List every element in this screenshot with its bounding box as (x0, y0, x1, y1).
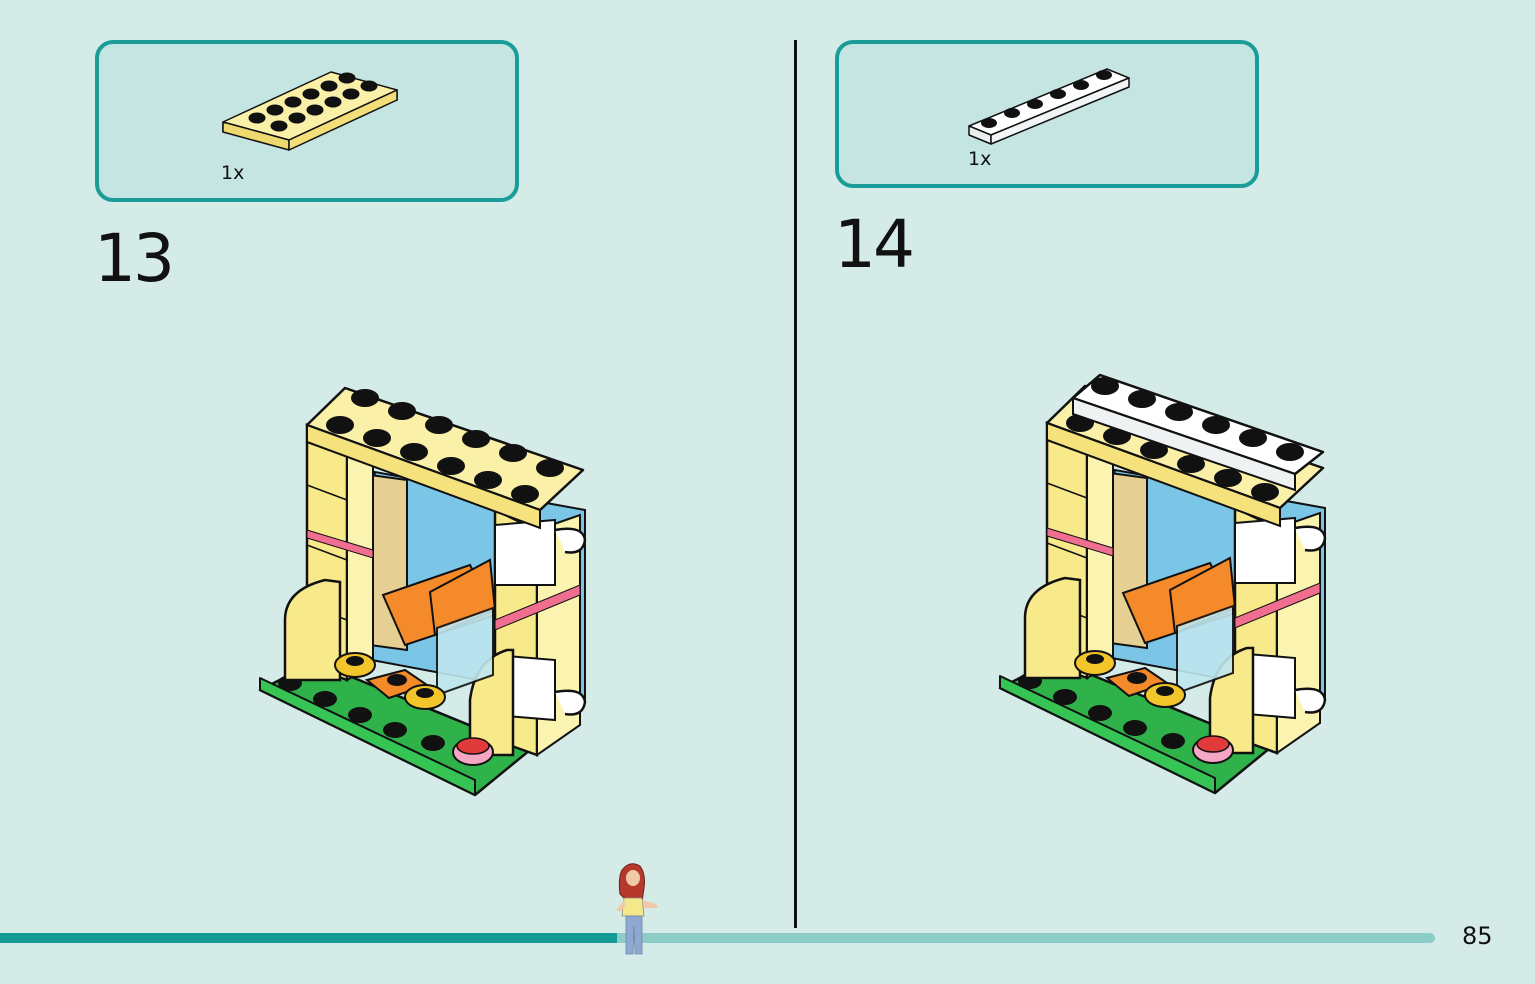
progress-track (0, 933, 1435, 943)
step-number: 14 (834, 206, 915, 283)
page-number: 85 (1462, 922, 1493, 950)
part-quantity: 1x (968, 148, 992, 170)
step-divider (794, 40, 797, 928)
progress-fill (0, 933, 617, 943)
step-number: 13 (94, 220, 175, 297)
parts-callout-step-13: 1x (95, 40, 519, 202)
parts-callout-step-14: 1x (835, 40, 1259, 188)
build-model-step-13 (258, 386, 587, 797)
build-model-step-14 (998, 373, 1327, 795)
part-quantity: 1x (221, 162, 245, 184)
minifigure-icon (616, 863, 658, 955)
yellow-plate-2x6-icon (222, 71, 398, 151)
white-plate-1x6-icon (968, 68, 1130, 145)
